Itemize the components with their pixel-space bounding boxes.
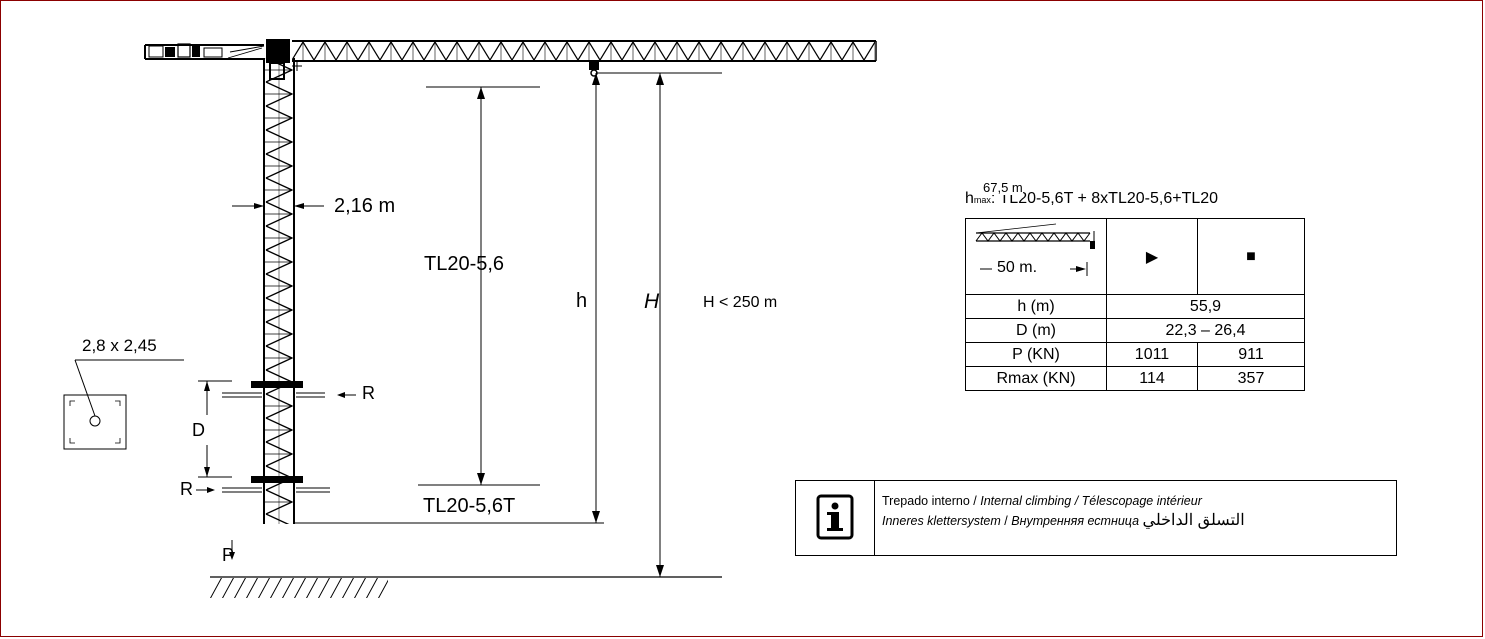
info-note: Trepado interno / Internal climbing / Té… xyxy=(795,480,1397,556)
trolley xyxy=(589,60,599,77)
row-value: 55,9 xyxy=(1106,294,1305,319)
hmax-value: 67,5 m xyxy=(983,180,1023,195)
row-value: 22,3 – 26,4 xyxy=(1106,318,1305,343)
slewing-head xyxy=(266,39,302,80)
row-value-a: 1011 xyxy=(1106,342,1198,367)
spec-table: 50 m. ▶ ■ h (m) 55,9 D (m) 22,3 – 26,4 P… xyxy=(965,218,1305,391)
row-value-a: 114 xyxy=(1106,366,1198,391)
hmax-header: hmax: TL20-5,6T + 8xTL20-5,6+TL20 xyxy=(965,190,1218,208)
table-row: h (m) 55,9 xyxy=(965,294,1305,319)
note-line-2: Inneres klettersystem / Внутренняя естни… xyxy=(882,511,1245,531)
hmax-prefix: h xyxy=(965,190,974,207)
upper-section-dimension xyxy=(418,87,540,486)
jib-length-label: 50 m. xyxy=(997,259,1038,276)
note-text: Trepado interno / Internal climbing / Té… xyxy=(882,491,1245,531)
base-plan xyxy=(63,359,184,450)
note-ar: التسلق الداخلي xyxy=(1142,512,1245,529)
R-left-label: R xyxy=(180,479,193,499)
D-label: D xyxy=(192,420,205,440)
tower-mast xyxy=(263,58,295,524)
upper-section-label: TL20-5,6 xyxy=(424,253,505,275)
ground xyxy=(210,576,722,598)
note-line-1: Trepado interno / Internal climbing / Té… xyxy=(882,491,1245,511)
note-es: Trepado interno / xyxy=(882,494,977,508)
mini-crane-icon xyxy=(975,223,1095,276)
row-value-b: 357 xyxy=(1197,366,1305,391)
note-en-fr: Internal climbing / Télescopage intérieu… xyxy=(980,494,1202,508)
info-icon xyxy=(816,494,854,540)
table-row: D (m) 22,3 – 26,4 xyxy=(965,318,1305,343)
crane-drawing xyxy=(63,39,877,598)
note-ru: Внутренняя естница xyxy=(1011,514,1140,528)
D-dimension xyxy=(198,380,232,478)
row-label: P (KN) xyxy=(965,342,1107,367)
col-a-header: ▶ xyxy=(1106,218,1198,295)
h-label: h xyxy=(576,290,588,312)
mast-width-dimension xyxy=(232,203,324,209)
R-right-label: R xyxy=(362,383,375,403)
row-label: Rmax (KN) xyxy=(965,366,1107,391)
H-dimension xyxy=(656,73,664,577)
note-separator: / xyxy=(1004,514,1008,528)
upper-climbing-collar xyxy=(222,381,356,398)
row-value-b: 911 xyxy=(1197,342,1305,367)
hmax-config: : TL20-5,6T + 8xTL20-5,6+TL20 xyxy=(990,190,1219,207)
col-b-header: ■ xyxy=(1197,218,1305,295)
crane-jib xyxy=(292,40,877,62)
mast-width-label: 2,16 m xyxy=(334,195,396,217)
play-icon: ▶ xyxy=(1145,248,1159,266)
row-label: h (m) xyxy=(965,294,1107,319)
hmax-subscript: max xyxy=(973,195,991,205)
lower-section-label: TL20-5,6T xyxy=(423,495,516,517)
counter-jib xyxy=(144,43,265,60)
row-label: D (m) xyxy=(965,318,1107,343)
lower-climbing-collar xyxy=(196,476,330,493)
table-row: Rmax (KN) 114 357 xyxy=(965,366,1305,391)
info-icon-cell xyxy=(796,481,875,555)
jib-icon-cell: 50 m. xyxy=(965,218,1107,295)
load-arrow xyxy=(229,540,235,560)
P-label: P xyxy=(222,545,235,565)
note-de: Inneres klettersystem xyxy=(882,514,1001,528)
H-limit-label: H < 250 m xyxy=(703,294,778,311)
table-row: P (KN) 1011 911 xyxy=(965,342,1305,367)
square-icon: ■ xyxy=(1246,247,1256,265)
H-label: H xyxy=(644,290,660,313)
h-dimension xyxy=(294,73,604,524)
base-size-label: 2,8 x 2,45 xyxy=(82,336,157,355)
